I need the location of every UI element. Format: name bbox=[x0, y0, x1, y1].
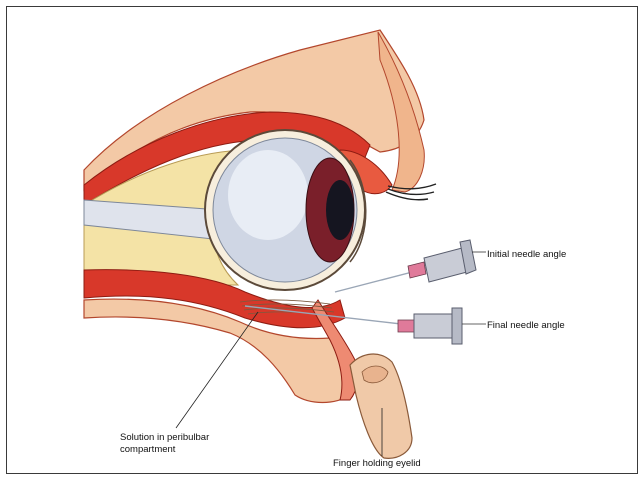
eyeball bbox=[205, 130, 366, 290]
initial-needle-angle-label: Initial needle angle bbox=[487, 249, 566, 261]
final-needle-angle-label: Final needle angle bbox=[487, 320, 565, 332]
finger-label: Finger holding eyelid bbox=[333, 458, 421, 470]
initial-needle bbox=[335, 270, 420, 292]
final-syringe bbox=[398, 308, 486, 344]
solution-label: Solution in peribulbar compartment bbox=[120, 432, 260, 456]
initial-syringe bbox=[408, 240, 486, 282]
pupil bbox=[326, 180, 354, 240]
